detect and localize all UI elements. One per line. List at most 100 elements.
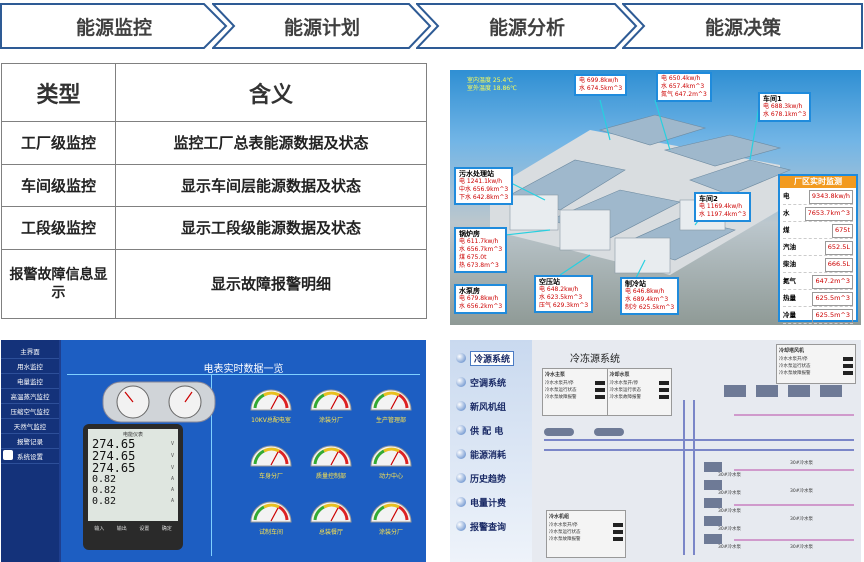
meter-panel-title: 电表实时数据一览 [203,364,284,375]
meter-button[interactable]: 输出 [116,526,127,532]
meter-button[interactable]: 输入 [94,526,105,532]
box-line: 冷水泵故障报警 [545,394,605,401]
meter-value: 274.65 [92,461,136,475]
menu-bullet-icon [456,449,466,459]
hvac-menu-item[interactable]: 供 配 电 [456,420,532,440]
hvac-menu-item[interactable]: 冷源系统 [456,348,532,368]
box-line-label: 冷水泵故障报警 [609,395,642,400]
hvac-menu-label: 空调系统 [470,378,507,389]
realtime-value: 7653.7km^3 [804,207,853,221]
gauge-icon [310,389,352,411]
box-line: 冷水泵运行状态 [609,387,669,394]
chevron-shape [212,3,432,49]
temperature-readout: 室内温度 25.4℃ 室外温度 18.86℃ [467,77,517,92]
hvac-menu-item[interactable]: 报警查询 [456,516,532,536]
menu-bullet-icon [456,425,466,435]
gauge-icon [370,445,412,467]
row-type: 报警故障信息显示 [1,248,116,320]
pump-label: 30#冷水泵 [790,489,813,494]
meter-value: 0.82 [92,496,117,507]
nav-item[interactable]: 天然气监控 [1,419,59,434]
step-energy-planning[interactable]: 能源计划 [212,3,432,49]
nav-item[interactable]: 主界面 [1,344,59,359]
status-indicator [843,371,853,375]
meter-button[interactable]: 确定 [161,526,172,532]
meter-unit: V [170,453,174,459]
hvac-menu: 冷源系统空调系统新风机组供 配 电能源消耗历史趋势电量计费报警查询 [450,340,532,562]
step-energy-decision[interactable]: 能源决策 [622,3,864,49]
meter-header: 电能仪表 [122,432,143,438]
hvac-cooling-screenshot: 冷源系统空调系统新风机组供 配 电能源消耗历史趋势电量计费报警查询 冷冻源系统 … [450,340,861,562]
table-row: 工厂级监控 监控工厂总表能源数据及状态 [1,121,427,165]
hvac-menu-label: 供 配 电 [470,426,504,437]
gauge-label: 涂装分厂 [318,417,343,424]
gauge-cell: 车身分厂 [241,438,301,494]
gauge-icon [250,445,292,467]
meter-unit: V [170,441,174,447]
dual-gauge-icon [102,381,216,423]
menu-bullet-icon [456,353,466,363]
meter-value: 0.82 [92,485,117,496]
hvac-menu-item[interactable]: 历史趋势 [456,468,532,488]
meter-dashboard-screenshot: 主界面用水监控电量监控高温蒸汽监控压缩空气监控天然气监控报警记录系统设置 电表实… [1,340,426,562]
table-header-row: 类型 含义 [1,63,427,122]
box-line: 冷水泵故障报警 [549,536,623,543]
box-line: 冷水水泵开/停 [610,380,669,387]
menu-bullet-icon [456,497,466,507]
box-line: 冷水泵运行状态 [549,529,623,536]
nav-item[interactable]: 用水监控 [1,359,59,374]
box-title: 冷却水泵 [609,372,630,378]
gauge-cell: 涂装分厂 [301,382,361,438]
realtime-value: 9343.8kw/h [808,190,853,204]
gauge-label: 动力中心 [378,473,403,480]
realtime-value: 675t [832,224,853,238]
wastewater-station-card: 污水处理站 电 1241.1kw/h 中水 656.9km^3 下水 642.8… [454,167,514,205]
box-line: 冷水泵运行状态 [779,363,853,370]
hvac-menu-item[interactable]: 空调系统 [456,372,532,392]
hvac-menu-item[interactable]: 电量计费 [456,492,532,512]
meter-unit: V [170,465,174,471]
hvac-menu-item[interactable]: 新风机组 [456,396,532,416]
workshop-2-card: 车间2 电 1169.4kw/h 水 1197.4km^3 [694,192,752,222]
gauge-icon [250,389,292,411]
step-energy-analysis[interactable]: 能源分析 [416,3,638,49]
hvac-menu-item[interactable]: 能源消耗 [456,444,532,464]
header-type: 类型 [1,63,116,122]
step-label: 能源分析 [488,16,565,39]
logo-icon [3,450,13,460]
box-line-label: 冷水泵运行状态 [609,388,642,393]
realtime-label: 热量 [783,294,796,302]
gauge-cell: 质量控制部 [301,438,361,494]
status-indicator [659,388,669,392]
status-indicator [659,381,669,385]
realtime-value: 625.5m^3 [812,309,853,323]
status-indicator [843,364,853,368]
gauge-icon [310,445,352,467]
realtime-label: 煤 [783,226,790,234]
meter-reading: 274.65 V [92,450,174,462]
hvac-title: 冷冻源系统 [570,354,620,365]
gauge-label: 总装餐厅 [318,529,343,536]
box-title: 冷水机组 [549,514,570,520]
hvac-piping-diagram [544,385,854,555]
step-energy-monitoring[interactable]: 能源监控 [0,3,228,49]
nav-item[interactable]: 高温蒸汽监控 [1,389,59,404]
section-divider [211,374,212,556]
meter-value: 274.65 [92,449,136,463]
row-meaning: 显示车间层能源数据及状态 [115,163,427,208]
nav-item[interactable]: 系统设置 [1,449,59,464]
status-indicator [594,381,605,385]
meter-button[interactable]: 设置 [139,526,150,532]
box-line-label: 冷水水泵开/停 [549,523,578,528]
box-line-label: 冷水泵运行状态 [545,388,577,393]
status-indicator [613,523,623,527]
nav-item[interactable]: 压缩空气监控 [1,404,59,419]
nav-item[interactable]: 电量监控 [1,374,59,389]
nav-item[interactable]: 报警记录 [1,434,59,449]
